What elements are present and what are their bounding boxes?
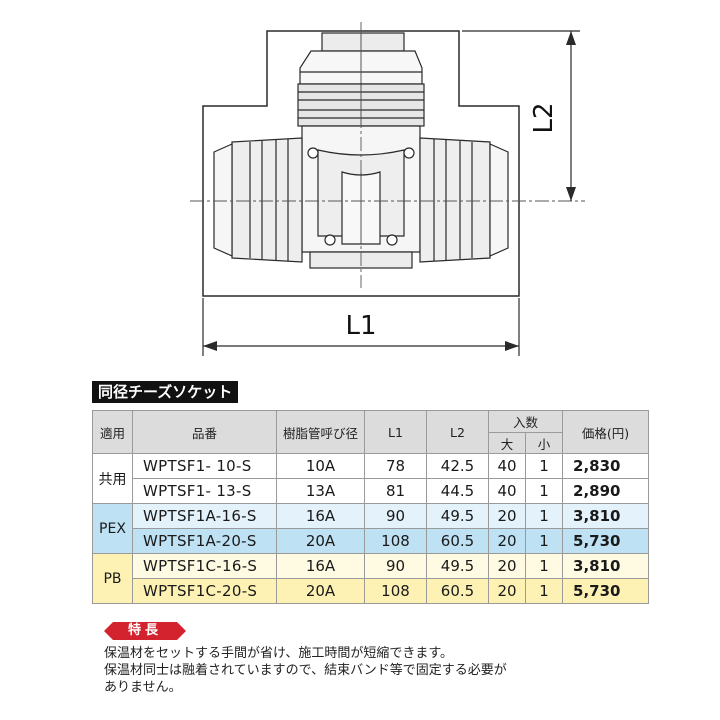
qty-large: 20: [488, 503, 526, 529]
group-pex: PEX: [92, 503, 133, 554]
table-row: WPTSF1- 13-S 13A 81 44.5 40 1 2,890: [93, 478, 650, 504]
part-number: WPTSF1- 13-S: [132, 478, 277, 504]
l1-value: 90: [364, 503, 427, 529]
header-pipe-size: 樹脂管呼び径: [276, 410, 365, 454]
pipe-size: 20A: [276, 578, 365, 604]
header-qty-small: 小: [524, 432, 564, 454]
qty-small: 1: [524, 478, 564, 504]
qty-small: 1: [524, 578, 564, 604]
l1-value: 78: [364, 453, 427, 479]
l1-value: 108: [364, 578, 427, 604]
header-row: 適用 品番 樹脂管呼び径 L1 L2 入数 価格(円): [92, 410, 650, 454]
part-number: WPTSF1- 10-S: [132, 453, 277, 479]
price: 5,730: [562, 528, 650, 554]
l2-label: L2: [529, 102, 559, 133]
feature-line: 保温材をセットする手間が省け、施工時間が短縮できます。: [104, 646, 454, 661]
qty-large: 40: [488, 453, 526, 479]
l2-dimension: [462, 30, 580, 201]
feature-line: 保温材同士は融着されていますので、結束バンド等で固定する必要が: [104, 663, 507, 678]
qty-large: 20: [488, 528, 526, 554]
header-price: 価格(円): [562, 410, 650, 454]
l2-value: 44.5: [426, 478, 489, 504]
part-number: WPTSF1A-20-S: [132, 528, 277, 554]
pipe-size: 16A: [276, 553, 365, 579]
features-badge: 特長: [104, 622, 186, 640]
price: 3,810: [562, 503, 650, 529]
header-part-no: 品番: [132, 410, 277, 454]
qty-small: 1: [524, 553, 564, 579]
l2-value: 60.5: [426, 528, 489, 554]
l2-value: 42.5: [426, 453, 489, 479]
qty-small: 1: [524, 503, 564, 529]
qty-small: 1: [524, 453, 564, 479]
header-l2: L2: [426, 410, 489, 454]
pipe-size: 13A: [276, 478, 365, 504]
right-socket: [419, 137, 509, 263]
header-usage: 適用: [92, 410, 133, 454]
part-number: WPTSF1C-20-S: [132, 578, 277, 604]
part-number: WPTSF1C-16-S: [132, 553, 277, 579]
price: 5,730: [562, 578, 650, 604]
l1-label: L1: [345, 311, 376, 341]
qty-large: 20: [488, 553, 526, 579]
pipe-size: 20A: [276, 528, 365, 554]
table-row: 共用 WPTSF1- 10-S 10A 78 42.5 40 1 2,830: [92, 453, 650, 504]
table-row: WPTSF1C-20-S 20A 108 60.5 20 1 5,730: [93, 578, 650, 604]
header-l1: L1: [364, 410, 427, 454]
tee-fitting-drawing: L2 L1: [190, 22, 585, 356]
centerlines: [190, 22, 585, 288]
qty-small: 1: [524, 528, 564, 554]
feature-line: ありません。: [104, 680, 182, 695]
features-text: 保温材をセットする手間が省け、施工時間が短縮できます。 保温材同士は融着されてい…: [104, 645, 664, 696]
group-common: 共用: [92, 453, 133, 504]
table-row: PB WPTSF1C-16-S 16A 90 49.5 20 1 3,810: [92, 553, 650, 604]
table-title: 同径チーズソケット: [92, 381, 239, 403]
group-pb: PB: [92, 553, 133, 604]
price: 2,830: [562, 453, 650, 479]
header-subrow: 大 小: [93, 432, 649, 454]
qty-large: 20: [488, 578, 526, 604]
pipe-size: 10A: [276, 453, 365, 479]
l1-value: 90: [364, 553, 427, 579]
l2-value: 49.5: [426, 553, 489, 579]
part-number: WPTSF1A-16-S: [132, 503, 277, 529]
price: 3,810: [562, 553, 650, 579]
l1-dimension: [202, 298, 520, 356]
l2-value: 49.5: [426, 503, 489, 529]
header-qty: 入数: [487, 410, 564, 433]
table-row: WPTSF1A-20-S 20A 108 60.5 20 1 5,730: [93, 528, 650, 554]
l1-value: 81: [364, 478, 427, 504]
spec-table: 適用 品番 樹脂管呼び径 L1 L2 入数 価格(円) 大 小 共用 WPTSF…: [92, 410, 650, 604]
l1-value: 108: [364, 528, 427, 554]
header-qty-large: 大: [488, 432, 526, 454]
price: 2,890: [562, 478, 650, 504]
qty-large: 40: [488, 478, 526, 504]
left-socket: [213, 137, 303, 263]
table-row: PEX WPTSF1A-16-S 16A 90 49.5 20 1 3,810: [92, 503, 650, 554]
pipe-size: 16A: [276, 503, 365, 529]
l2-value: 60.5: [426, 578, 489, 604]
